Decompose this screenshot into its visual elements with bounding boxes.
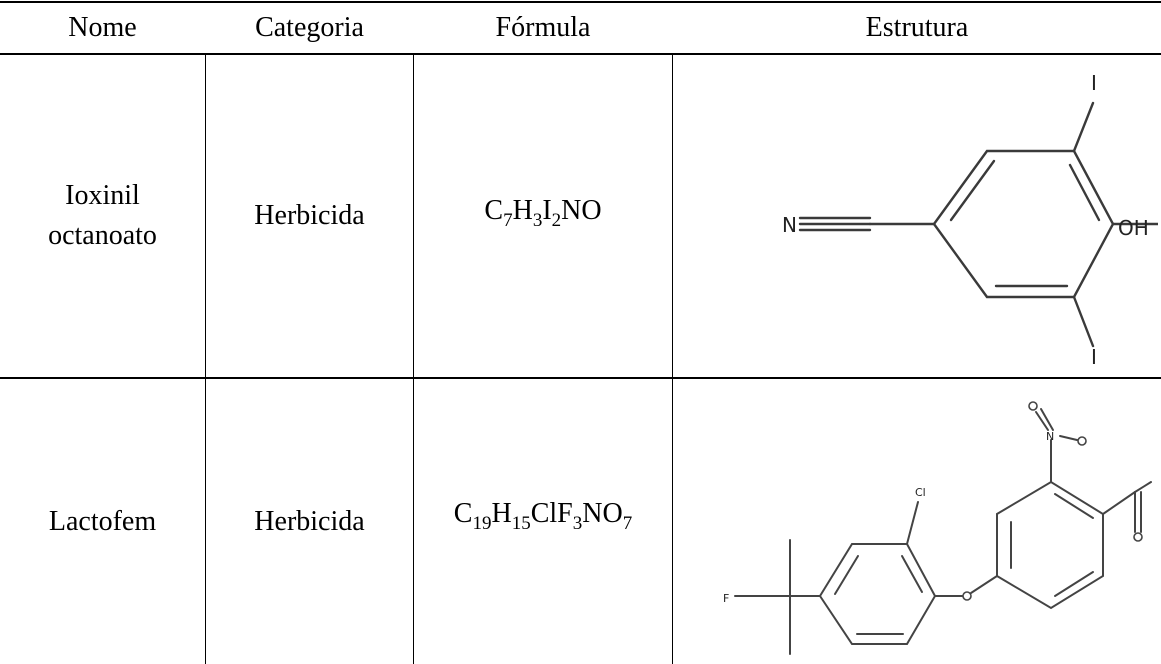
column-divider [672,53,673,664]
row1-formula-text: C7H3I2NO [484,195,602,231]
hydroxyl-label: OH [1118,216,1149,240]
row1-nome-line2: octanoato [48,220,157,251]
row2-structure-image: F Cl N [723,401,1152,655]
iodine-bottom-label: I [1091,345,1097,369]
nitrogen-label: N [782,213,797,237]
row1-formula: C7H3I2NO [414,55,672,367]
header-estrutura: Estrutura [865,12,969,43]
header-nome: Nome [68,12,137,43]
row-divider-rule [0,377,1161,379]
fluorine-label: F [723,592,729,605]
row1-categoria: Herbicida [254,200,365,231]
nitrogen-plus-label: N [1046,430,1054,443]
header-categoria: Categoria [255,12,364,43]
column-divider [205,53,206,664]
iodine-top-label: I [1091,71,1097,95]
chlorine-label: Cl [915,486,926,499]
table-top-rule [0,1,1161,3]
header-formula: Fórmula [495,12,591,43]
row2-categoria: Herbicida [254,505,365,537]
column-divider [413,53,414,664]
row2-formula: C19H15ClF3NO7 [414,379,672,649]
row2-nome: Lactofem [48,505,157,537]
header-bottom-rule [0,53,1161,55]
row1-nome-line1: Ioxinil [65,180,140,211]
row2-formula-text: C19H15ClF3NO7 [453,498,633,534]
row1-nome: Ioxinil octanoato [0,55,205,377]
row1-structure-image: N I I [782,71,1158,369]
